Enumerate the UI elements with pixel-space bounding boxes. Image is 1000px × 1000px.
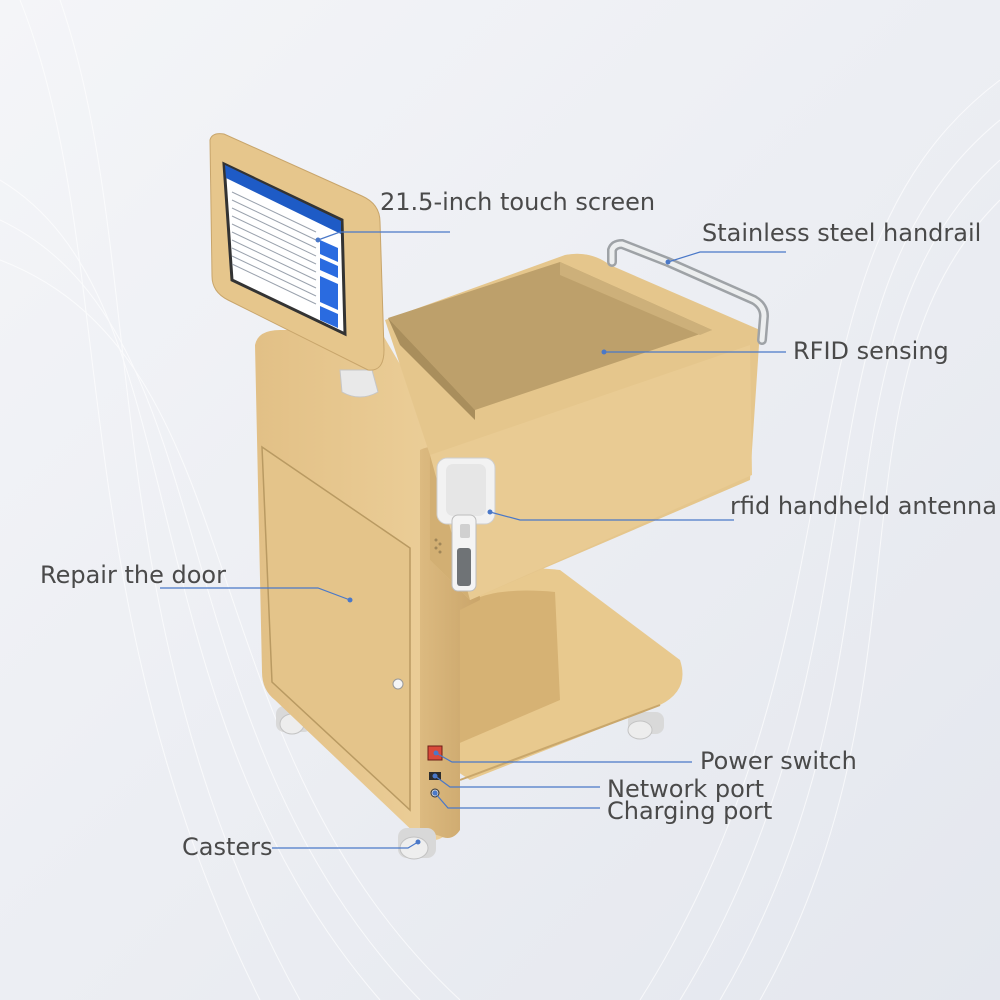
label-power-switch: Power switch bbox=[700, 747, 857, 775]
speaker-grille bbox=[434, 538, 442, 554]
leader-power-switch bbox=[435, 752, 692, 763]
label-repair-door: Repair the door bbox=[40, 561, 226, 589]
label-handheld-antenna: rfid handheld antenna bbox=[730, 492, 997, 520]
leader-charging-port bbox=[434, 792, 600, 809]
leader-repair-door bbox=[160, 587, 351, 601]
touch-screen-monitor[interactable] bbox=[209, 133, 385, 398]
leader-handrail bbox=[667, 251, 786, 263]
screen-table-rows bbox=[231, 191, 317, 305]
rfid-cart bbox=[209, 133, 770, 860]
repair-door[interactable] bbox=[261, 445, 411, 812]
label-rfid-sensing: RFID sensing bbox=[793, 337, 949, 365]
leader-touch-screen bbox=[317, 231, 450, 241]
label-touch-screen: 21.5-inch touch screen bbox=[380, 188, 656, 216]
screen-side-buttons[interactable] bbox=[320, 240, 338, 328]
label-charging-port: Charging port bbox=[607, 797, 773, 825]
leader-casters bbox=[272, 841, 419, 849]
label-handrail: Stainless steel handrail bbox=[702, 219, 982, 247]
label-network-port: Network port bbox=[607, 775, 765, 803]
label-casters: Casters bbox=[182, 833, 273, 861]
door-lock-icon[interactable] bbox=[392, 678, 404, 690]
screen-header-bar bbox=[225, 165, 341, 234]
leader-lines bbox=[160, 231, 786, 849]
caster-rear-right bbox=[627, 712, 664, 740]
leader-antenna bbox=[489, 511, 734, 521]
leader-network-port bbox=[434, 775, 600, 788]
rfid-handheld-antenna[interactable] bbox=[436, 457, 496, 592]
